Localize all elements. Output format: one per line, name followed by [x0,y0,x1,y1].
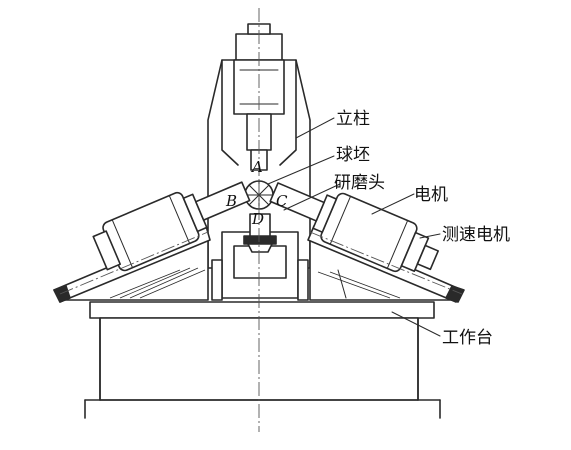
label-grinding-head: 研磨头 [334,173,385,193]
lower-head-assembly [211,213,309,301]
worktable [84,301,441,419]
center-lines [59,8,463,432]
grinding-head-c [269,182,325,222]
grinding-head-b [194,181,251,221]
label-tacho-motor: 测速电机 [442,225,510,245]
label-column: 立柱 [336,109,370,129]
leader-lines [267,117,441,337]
point-d-label: D [251,210,264,228]
point-a-label: A [250,158,263,176]
right-motor-assembly [269,182,465,303]
grinding-head-d [249,213,271,237]
label-worktable: 工作台 [442,328,493,348]
worktable-top-plate [89,301,435,319]
label-ball-blank: 球坯 [336,145,370,165]
label-motor: 电机 [414,185,448,205]
point-b-label: B [225,192,237,210]
point-c-label: C [276,192,288,210]
